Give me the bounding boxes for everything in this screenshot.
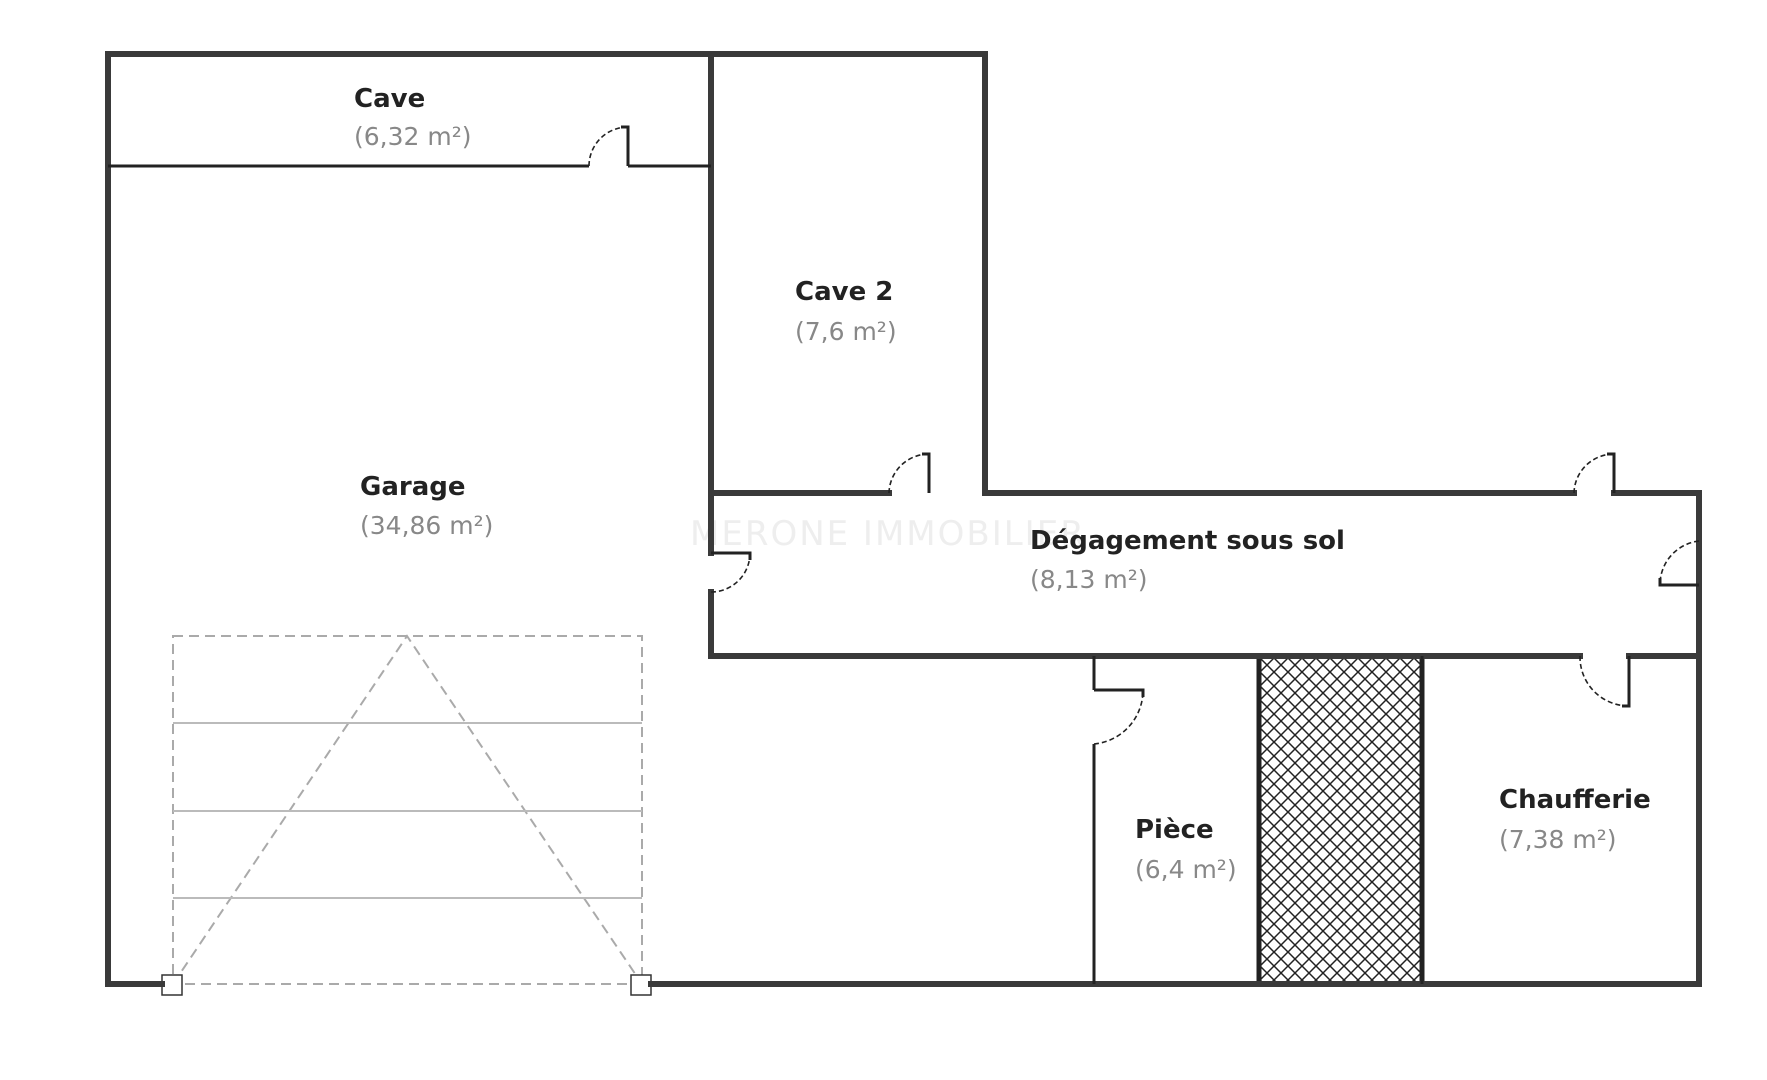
garage-door-outline	[161, 634, 652, 996]
room-cave-2: Cave 2 (7,6 m²)	[795, 277, 897, 346]
room-area: (6,32 m²)	[354, 122, 472, 151]
room-name: Dégagement sous sol	[1030, 526, 1345, 556]
room-area: (8,13 m²)	[1030, 565, 1148, 594]
hatched-shaft	[1256, 653, 1425, 987]
room-cave: Cave (6,32 m²)	[354, 84, 472, 151]
watermark: MERONE IMMOBILIER	[690, 514, 1086, 554]
room-area: (6,4 m²)	[1135, 855, 1237, 884]
room-degagement: Dégagement sous sol (8,13 m²)	[1030, 526, 1345, 594]
room-name: Garage	[360, 472, 466, 502]
room-garage: Garage (34,86 m²)	[360, 472, 493, 540]
room-name: Pièce	[1135, 815, 1214, 845]
room-piece: Pièce (6,4 m²)	[1135, 815, 1237, 884]
room-area: (7,6 m²)	[795, 317, 897, 346]
room-chaufferie: Chaufferie (7,38 m²)	[1499, 785, 1651, 854]
walls	[105, 51, 1702, 987]
room-name: Cave 2	[795, 277, 893, 307]
room-area: (34,86 m²)	[360, 511, 493, 540]
doors	[588, 125, 1700, 745]
room-name: Chaufferie	[1499, 785, 1651, 815]
room-area: (7,38 m²)	[1499, 825, 1617, 854]
room-name: Cave	[354, 84, 425, 114]
